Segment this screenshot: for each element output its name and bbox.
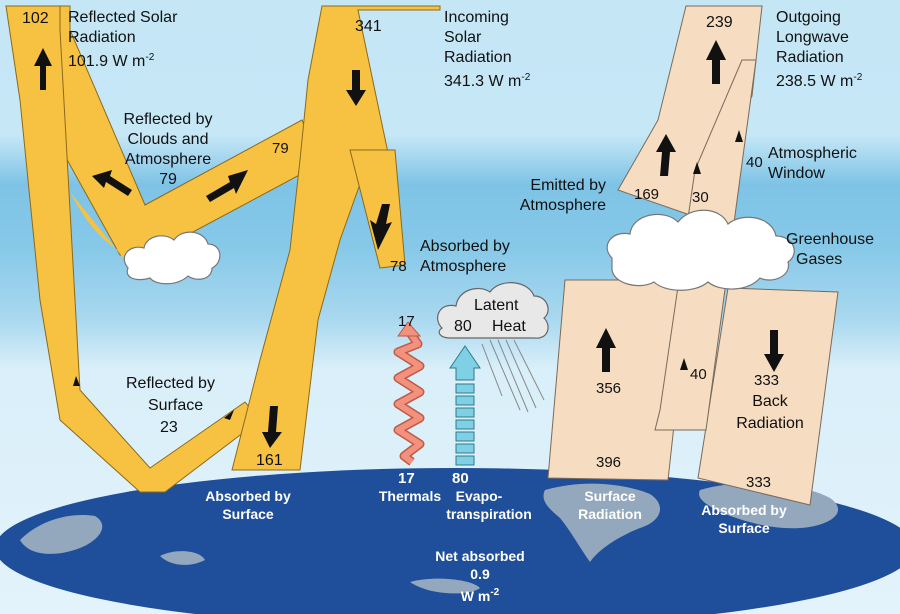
arrow-up-small-icon [735,130,743,142]
incoming-solar-value: 341 [355,18,382,35]
arrow-down-icon [764,330,784,372]
thermals-top-value: 17 [398,313,415,330]
arrow-up-icon [706,40,726,84]
reflected-solar-title-line2: Radiation [68,29,136,46]
arrow-up-small-icon [693,162,701,174]
reflected-solar-value: 102 [22,10,49,27]
absorbed-surface-longwave-line2: Surface [718,520,770,536]
reflected-clouds-line4: 79 [159,171,177,188]
outgoing-longwave-line2: Longwave [776,29,849,46]
reflected-clouds-line1: Reflected by [123,111,213,128]
thermals-bottom-value: 17 [398,470,415,487]
reflected-surface-line1: Reflected by [126,375,215,392]
surface-radiation-line2: Radiation [578,506,642,522]
absorbed-surface-solar-line2: Surface [222,506,274,522]
incoming-solar-beam [231,5,441,471]
arrow-left-icon [92,170,132,196]
reflected-solar-title-line1: Reflected Solar [68,9,178,26]
absorbed-atmosphere-line2: Atmosphere [420,258,507,275]
window-line2: Window [768,165,825,182]
reflected-solar-flux: 101.9 W m-2 [68,52,155,70]
incoming-solar-flux: 341.3 W m-2 [444,72,531,90]
arrow-left-icon [206,170,248,202]
latent-heat-value: 80 [454,318,472,335]
surface-radiation-up-value: 356 [596,380,622,397]
evapo-line2: transpiration [446,506,532,522]
arrow-up-small-icon [73,376,80,386]
cloud-latent-heat [437,282,549,413]
reflected-clouds-line2: Clouds and [127,131,209,148]
back-radiation-base-value: 333 [746,474,772,491]
incoming-solar-line2: Solar [444,29,482,46]
arrow-up-icon [596,328,616,372]
outgoing-longwave-value: 239 [706,14,733,31]
earth-surface [0,468,900,614]
net-absorbed-line2: 0.9 [470,566,490,582]
greenhouse-line2: Gases [796,251,843,268]
absorbed-atmosphere-line1: Absorbed by [420,238,510,255]
arrow-up-icon [34,48,52,90]
reflected-clouds-branch-value: 79 [272,140,289,157]
outgoing-longwave-flux: 238.5 W m-2 [776,72,863,90]
reflected-surface-line2: Surface [148,397,204,414]
surface-radiation-line1: Surface [584,488,636,504]
reflected-surface-line3: 23 [160,419,178,436]
cloud-right [606,209,795,291]
arrow-up-small-icon [680,358,688,370]
outgoing-longwave-line3: Radiation [776,49,844,66]
latent-heat-line2: Heat [492,318,526,335]
surface-radiation-base-value: 396 [596,454,622,471]
back-radiation-value: 333 [754,372,780,389]
thermals-label: Thermals [378,488,442,504]
arrow-down-icon [262,406,282,448]
absorbed-surface-solar-line1: Absorbed by [205,488,291,504]
evapo-line1: Evapo- [455,488,503,504]
window-top-value: 30 [692,189,709,206]
incoming-solar-line3: Radiation [444,49,512,66]
latent-bottom-value: 80 [452,470,469,487]
absorbed-atmosphere-value: 78 [390,258,407,275]
net-absorbed-line3: W m-2 [460,587,500,604]
absorbed-surface-longwave-line1: Absorbed by [701,502,787,518]
latent-heat-line1: Latent [474,297,519,314]
latent-heat-arrow [449,345,481,466]
cloud-left [123,231,221,285]
flow-arrows [34,40,784,448]
arrow-down-icon [346,70,366,106]
net-absorbed-line1: Net absorbed [435,548,525,564]
reflected-clouds-line3: Atmosphere [124,151,212,168]
absorbed-surface-solar-value: 161 [256,452,283,469]
arrow-down-icon [370,204,392,250]
outgoing-longwave-line1: Outgoing [776,9,841,26]
greenhouse-line1: Greenhouse [786,231,875,248]
emitted-atmosphere-line2: Atmosphere [519,197,606,214]
back-radiation-line1: Back [752,393,788,410]
emitted-atmosphere-value: 169 [634,186,660,203]
absorbed-atmosphere-beam [349,149,406,269]
window-value: 40 [746,154,763,171]
window-line1: Atmospheric [768,145,857,162]
window-low-value: 40 [690,366,707,383]
arrow-up-icon [656,134,676,176]
arrow-left-small-icon [224,410,234,420]
incoming-solar-line1: Incoming [444,9,509,26]
back-radiation-line2: Radiation [736,415,804,432]
emitted-atmosphere-line1: Emitted by [530,177,606,194]
